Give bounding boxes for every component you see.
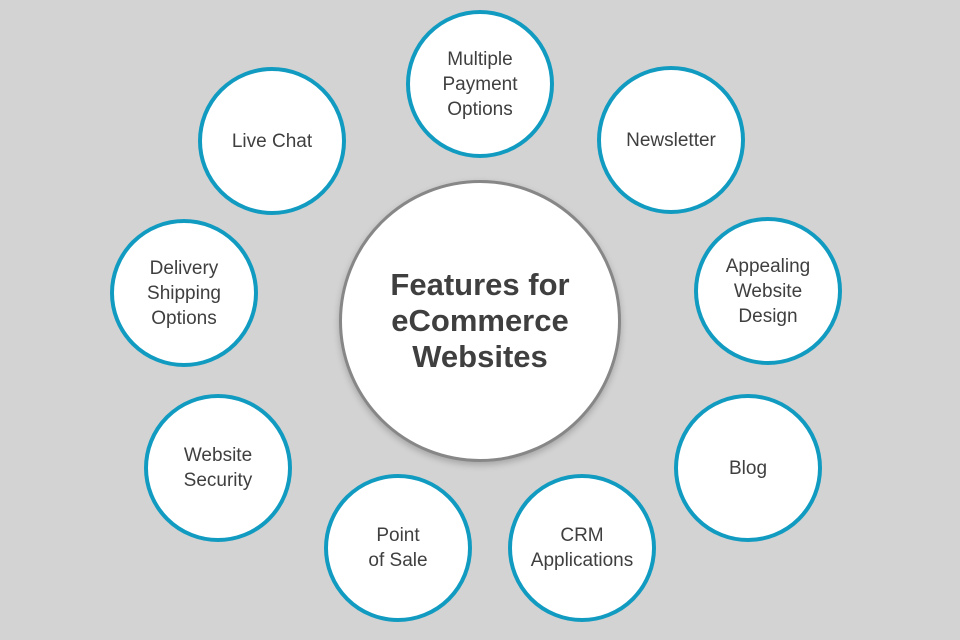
- feature-circle-appealing-website-design: Appealing Website Design: [694, 217, 842, 365]
- feature-label: Blog: [728, 457, 768, 479]
- feature-circle-website-security: Website Security: [144, 394, 292, 542]
- feature-label: Website Security: [183, 445, 253, 491]
- feature-circle-point-of-sale: Point of Sale: [324, 474, 472, 622]
- feature-label: Multiple Payment Options: [442, 48, 518, 120]
- feature-label: Newsletter: [626, 129, 716, 151]
- feature-circle-newsletter: Newsletter: [597, 66, 745, 214]
- feature-circle-blog: Blog: [674, 394, 822, 542]
- feature-label: Appealing Website Design: [725, 255, 811, 327]
- diagram-title: Features for eCommerce Websites: [390, 267, 570, 374]
- feature-circle-crm-applications: CRM Applications: [508, 474, 656, 622]
- feature-label: CRM Applications: [530, 525, 634, 571]
- feature-circle-live-chat: Live Chat: [198, 67, 346, 215]
- feature-label: Point of Sale: [368, 525, 428, 571]
- feature-circle-delivery-shipping-options: Delivery Shipping Options: [110, 219, 258, 367]
- center-circle: Features for eCommerce Websites: [339, 180, 621, 462]
- feature-label: Delivery Shipping Options: [147, 257, 221, 329]
- feature-circle-multiple-payment-options: Multiple Payment Options: [406, 10, 554, 158]
- feature-label: Live Chat: [231, 130, 313, 152]
